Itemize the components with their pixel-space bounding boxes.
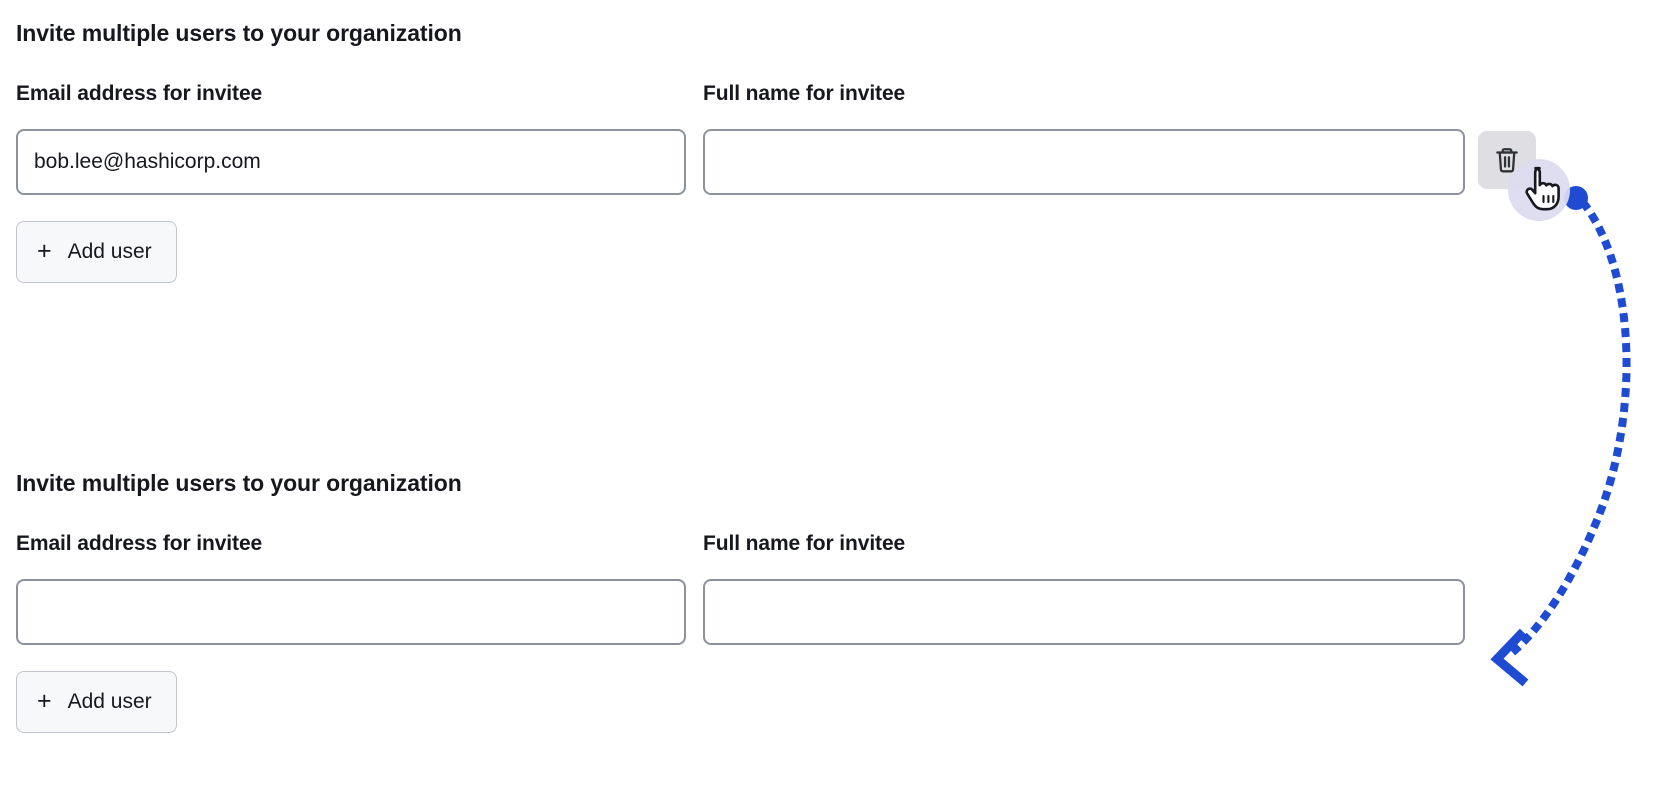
plus-icon: +: [37, 236, 52, 265]
email-input[interactable]: [16, 129, 686, 195]
email-field-label: Email address for invitee: [16, 82, 263, 105]
email-field-label-2: Email address for invitee: [16, 532, 263, 555]
page-title-2: Invite multiple users to your organizati…: [16, 470, 462, 496]
fullname-input[interactable]: [703, 129, 1465, 195]
fullname-field-label: Full name for invitee: [703, 82, 906, 105]
fullname-field-label-2: Full name for invitee: [703, 532, 906, 555]
delete-invitee-button[interactable]: [1478, 131, 1536, 189]
add-user-button[interactable]: + Add user: [16, 221, 177, 283]
plus-icon-2: +: [37, 686, 52, 715]
trash-icon: [1494, 146, 1520, 174]
add-user-button-label: Add user: [67, 240, 152, 263]
invite-section-1: Invite multiple users to your organizati…: [0, 0, 1672, 300]
email-input-2[interactable]: [16, 579, 686, 645]
invite-section-2: Invite multiple users to your organizati…: [0, 450, 1672, 800]
page-title: Invite multiple users to your organizati…: [16, 20, 462, 46]
add-user-button-2[interactable]: + Add user: [16, 671, 177, 733]
fullname-input-2[interactable]: [703, 579, 1465, 645]
add-user-button-label-2: Add user: [67, 690, 152, 713]
